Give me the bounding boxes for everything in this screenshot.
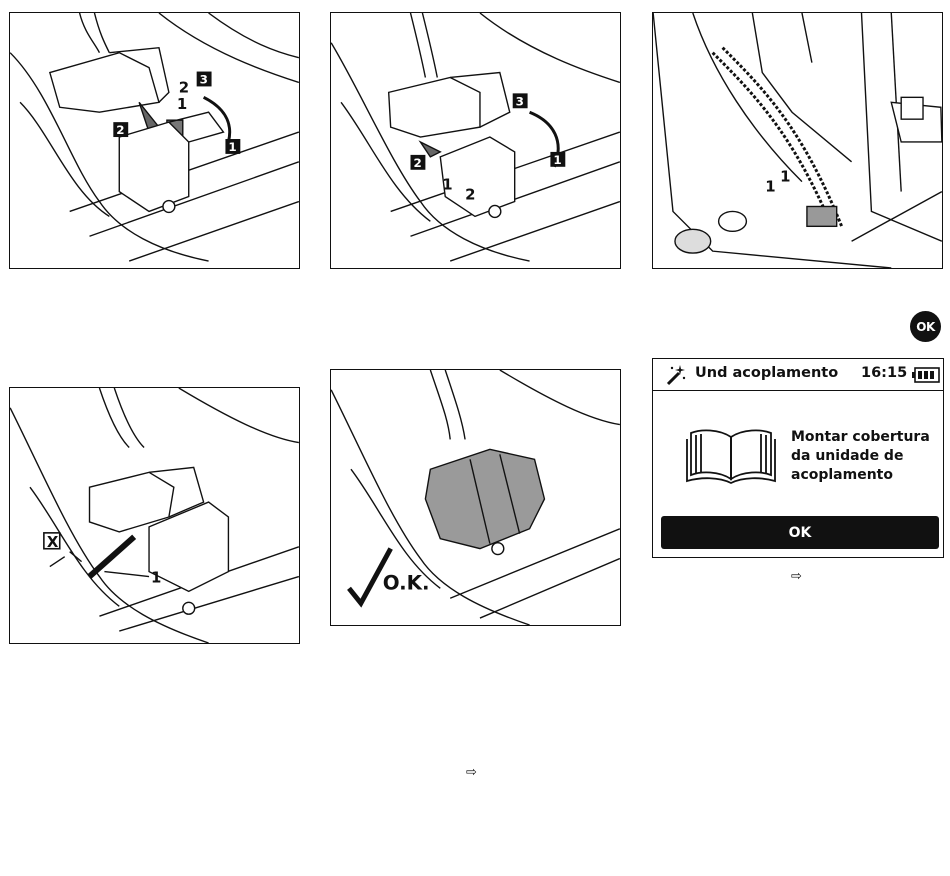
- illustration-step-5-drawing: O.K.: [331, 370, 620, 625]
- display-message: Montar cobertura da unidade de acoplamen…: [791, 428, 936, 485]
- illustration-step-5: O.K.: [330, 369, 621, 626]
- step-badge-3: 3: [197, 72, 212, 87]
- callout-2: 2: [465, 186, 475, 204]
- illustration-step-3: 1 1: [652, 12, 943, 269]
- svg-text:1: 1: [228, 140, 236, 154]
- device-display: Und acoplamento 16:15 Montar cobertura d…: [652, 358, 944, 558]
- next-page-arrow-icon: ⇨: [466, 765, 477, 780]
- ok-key-icon: OK: [910, 311, 941, 342]
- step-badge-2: 2: [411, 155, 426, 170]
- callout-1: 1: [780, 168, 790, 186]
- next-page-arrow-icon: ⇨: [791, 569, 802, 584]
- illustration-step-2-drawing: 1 2 3 2 1: [331, 13, 620, 268]
- svg-text:3: 3: [516, 94, 524, 108]
- illustration-step-2: 1 2 3 2 1: [330, 12, 621, 269]
- svg-text:3: 3: [200, 72, 208, 86]
- callout-1: 1: [442, 176, 452, 194]
- illustration-step-4-drawing: X 1: [10, 388, 299, 643]
- callout-1: 1: [151, 568, 161, 586]
- callout-1: 1: [765, 178, 775, 196]
- illustration-step-4: X 1: [9, 387, 300, 644]
- callout-1: 1: [177, 95, 187, 113]
- illustration-step-1: 2 1 3 2 1: [9, 12, 300, 269]
- step-badge-3: 3: [513, 93, 528, 108]
- illustration-step-3-drawing: 1 1: [653, 13, 942, 268]
- svg-text:2: 2: [116, 123, 124, 137]
- ok-button[interactable]: OK: [661, 516, 939, 549]
- display-header: Und acoplamento 16:15: [653, 359, 943, 391]
- svg-text:2: 2: [413, 156, 421, 170]
- step-badge-1: 1: [550, 152, 565, 167]
- display-time: 16:15: [861, 365, 907, 381]
- step-badge-2: 2: [113, 122, 128, 137]
- magic-wand-icon: [665, 364, 687, 386]
- step-badge-1: 1: [225, 139, 240, 154]
- svg-text:1: 1: [553, 153, 561, 167]
- battery-icon: [912, 367, 940, 383]
- dimension-label-x: X: [47, 533, 59, 551]
- open-book-icon: [683, 427, 779, 485]
- illustration-step-1-drawing: 2 1 3 2 1: [10, 13, 299, 268]
- callout-2: 2: [179, 78, 189, 96]
- display-title: Und acoplamento: [695, 365, 838, 381]
- ok-confirmation-label: O.K.: [383, 571, 430, 594]
